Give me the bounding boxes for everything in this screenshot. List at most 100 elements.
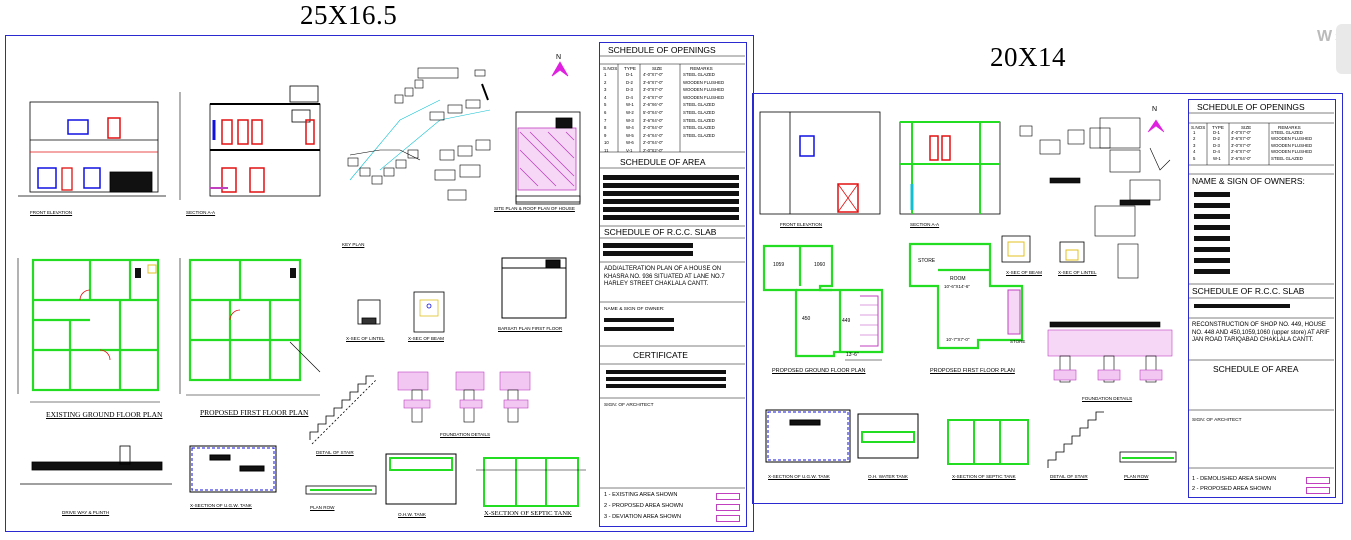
right-openings-header-remarks: REMARKS [1278,125,1301,130]
openings-cell: WOODEN FLUSHED [1271,149,1313,155]
redacted-line [1194,192,1230,197]
water-tank-drawing [189,445,277,493]
septic-tank-drawing [476,457,586,507]
label-section-a-a: SECTION A-A [186,210,216,215]
right-openings-header-sno: S.NOS [1191,125,1206,130]
right-owners-title: NAME & SIGN OF OWNERS: [1192,176,1305,186]
left-architect-label: SIGN: OF ARCHITECT [604,403,654,408]
right-label-oh-tank: O.H. WATER TANK [868,474,908,479]
openings-cell: 8 [604,125,607,131]
room-label: 10'-7"X7'-0" [946,337,970,342]
openings-cell: 2'-0"X4'-0" [643,140,663,146]
label-proposed-first: PROPOSED FIRST FLOOR PLAN [200,408,309,417]
left-owner-label: NAME & SIGN OF OWNER: [604,307,665,312]
redacted-line [1194,236,1230,241]
right-project-text: RECONSTRUCTION OF SHOP NO. 449, HOUSE NO… [1192,322,1330,344]
openings-cell: 5'-0"X4'-0" [643,110,663,115]
overlay-logo-icon[interactable]: W [1317,28,1333,45]
right-label-lintel: X-SEC OF LINTEL [1058,270,1097,275]
room-label: 1059 [773,262,785,268]
openings-cell: 4'-0"X7'-0" [1231,130,1251,135]
openings-cell: 5 [1193,155,1196,161]
left-north-label: N [556,54,562,61]
openings-cell: 3'-0"X4'-0" [643,125,663,131]
openings-cell: 4 [604,94,607,100]
openings-cell: D-2 [1213,136,1220,142]
redacted-line [603,251,693,256]
openings-cell: D-1 [626,72,633,77]
plan-row-drawing [305,485,377,495]
openings-cell: D-4 [1213,149,1220,155]
openings-cell: W-6 [626,140,634,146]
proposed-first-floor-plan [179,258,321,396]
openings-cell: 2 [1193,136,1196,142]
redacted-line [603,207,739,212]
foundation-details-drawing [397,371,531,423]
key-plan-drawing [347,67,491,201]
redacted-line [1194,258,1230,263]
right-front-elevation [759,111,881,215]
left-certificate-title: CERTIFICATE [633,350,688,360]
redacted-line [1194,304,1290,308]
legend-swatch [716,515,740,522]
openings-cell: D-3 [626,87,633,93]
label-oh-tank: O.H.W. TANK [398,512,426,517]
left-slab-title: SCHEDULE OF R.C.C. SLAB [604,227,717,237]
right-drawing-sheet [752,93,1343,504]
openings-cell: 3'-6"X7'-0" [1231,136,1251,142]
openings-cell: D-4 [626,94,633,100]
right-label-section: SECTION A-A [910,222,940,227]
openings-cell: 2 [604,79,607,85]
openings-cell: 5 [604,102,607,108]
openings-cell: 7 [604,117,607,123]
barsati-plan-drawing [501,257,567,319]
right-foundation-details [1047,321,1173,383]
label-barsati: BARSATI PLAN FIRST FLOOR [498,326,563,331]
label-septic: X-SECTION OF SEPTIC TANK [484,510,572,517]
openings-cell: 2'-6"X6'-0" [643,102,663,108]
redacted-line [603,215,739,220]
openings-cell: 1 [604,72,607,77]
right-legend-1: 1 - DEMOLISHED AREA SHOWN [1192,476,1277,482]
legend-swatch [1306,477,1330,484]
right-area-title: SCHEDULE OF AREA [1213,364,1299,374]
openings-cell: WOODEN FLUSHED [1271,142,1313,148]
right-openings-header-size: SIZE [1241,125,1252,130]
room-label: STORE [1010,339,1026,344]
openings-cell: STEEL GLAZED [683,117,715,123]
openings-cell: STEEL GLAZED [683,125,715,131]
left-drawing-sheet [5,35,754,532]
redacted-line [603,175,739,180]
left-openings-header-size: SIZE [652,66,663,71]
openings-cell: 3'-0"X7'-0" [643,87,663,93]
left-openings-header-sno: S.NOS [603,66,618,71]
openings-cell: WOODEN FLUSHED [683,94,725,100]
left-legend-3: 3 - DEVIATION AREA SHOWN [604,514,681,520]
legend-swatch [1306,487,1330,494]
openings-cell: 3'-0"X7'-0" [1231,142,1251,148]
openings-cell: D-3 [1213,142,1220,148]
room-label: ROOM [950,276,966,282]
room-label: 1060 [814,262,826,268]
openings-cell: 11 [604,148,609,153]
section-drawing [179,85,321,200]
redacted-line [603,199,739,204]
openings-cell: STEEL GLAZED [683,102,715,108]
openings-cell: STEEL GLAZED [683,132,715,138]
openings-cell: 3 [604,87,607,93]
redacted-line [603,183,739,188]
right-septic-tank [947,419,1029,465]
openings-cell: WOODEN FLUSHED [683,87,725,93]
redacted-line [603,191,739,196]
label-stair: DETAIL OF STAIR [316,450,354,455]
right-label-foundation: FOUNDATION DETAILS [1082,396,1133,401]
label-drive-way: DRIVE WAY & PLINTH [62,510,110,515]
label-key-plan: KEY PLAN [342,242,365,247]
redacted-line [1194,269,1230,274]
label-existing-ground: EXISTING GROUND FLOOR PLAN [46,410,163,419]
openings-cell: 6 [604,110,607,115]
right-label-ground: PROPOSED GROUND FLOOR PLAN [772,368,866,374]
